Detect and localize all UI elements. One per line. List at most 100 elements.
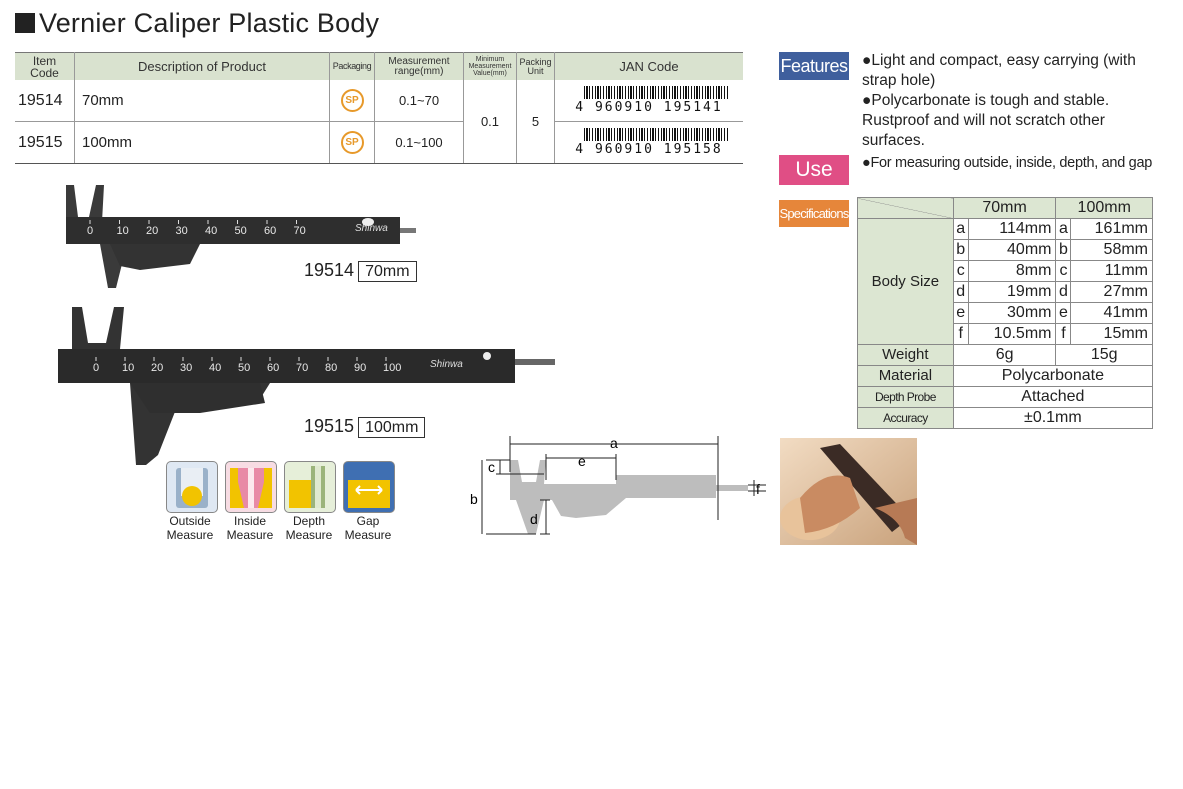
strap-hole	[483, 352, 491, 360]
scale-tick-label: 10	[122, 362, 134, 374]
caliper-70mm-image: 0 10 20 30 40 50 60 70 Shinwa	[66, 185, 416, 288]
jan-number: 960910 195158	[594, 142, 723, 157]
scale-tick-label: 30	[180, 362, 192, 374]
scale-tick-label: 50	[235, 225, 247, 237]
description: 100mm	[74, 121, 330, 164]
scale-tick-label: 60	[267, 362, 279, 374]
dim-e-label: e	[578, 453, 586, 469]
scale-tick-label: 10	[117, 225, 129, 237]
material-label: Material	[857, 365, 954, 387]
jan-cell: 4 960910 195158	[554, 121, 743, 164]
body-size-label: Body Size	[857, 218, 954, 345]
accuracy-label: Accuracy	[857, 407, 954, 429]
specifications-tag: Specifications	[779, 200, 849, 227]
scale-tick-label: 0	[87, 225, 93, 237]
page-title: Vernier Caliper Plastic Body	[15, 8, 379, 39]
scale-tick-label: 40	[205, 225, 217, 237]
weight-label: Weight	[857, 344, 954, 366]
jan-cell: 4 960910 195141	[554, 80, 743, 122]
scale-tick-label: 70	[296, 362, 308, 374]
scale-tick-label: 50	[238, 362, 250, 374]
feature-1: ●Light and compact, easy carrying (with …	[862, 52, 1136, 89]
min-value: 0.1	[463, 80, 517, 164]
spec-corner	[857, 197, 954, 219]
barcode-bars	[584, 86, 728, 99]
packaging-cell: SP	[329, 121, 375, 164]
barcode: 4 960910 195158	[555, 128, 743, 157]
col-packaging: Packaging	[329, 52, 375, 80]
depth-measure-icon	[284, 461, 336, 513]
sp-badge: SP	[340, 89, 364, 112]
scale-tick-label: 80	[325, 362, 337, 374]
material-value: Polycarbonate	[952, 365, 1154, 387]
scale-100: 0 10 20 30 40 50 60 70 80 90 100	[93, 357, 401, 374]
col-jan: JAN Code	[554, 52, 743, 80]
scale-tick-label: 30	[176, 225, 188, 237]
col-item-code: Item Code	[15, 52, 75, 80]
dim-f-label: f	[756, 481, 760, 497]
inside-measure-icon	[225, 461, 277, 513]
item-code: 19514	[15, 80, 75, 122]
col-packing-unit: Packing Unit	[516, 52, 555, 80]
barcode-bars	[584, 128, 728, 141]
spec-col-70: 70mm	[952, 197, 1057, 219]
range: 0.1~70	[374, 80, 464, 122]
scale-tick-label: 0	[93, 362, 99, 374]
scale-tick-label: 60	[264, 225, 276, 237]
table-row: 19515 100mm SP 0.1~100 4 960910 195158	[15, 121, 743, 164]
use-tag: Use	[779, 155, 849, 185]
dim-b-label: b	[470, 491, 478, 507]
features-tag: Features	[779, 52, 849, 80]
description: 70mm	[74, 80, 330, 122]
accuracy-value: ±0.1mm	[952, 407, 1154, 429]
title-square	[15, 13, 35, 33]
use-text: ●For measuring outside, inside, depth, a…	[862, 155, 1152, 171]
depth-probe-value: Attached	[952, 386, 1154, 408]
weight-70: 6g	[952, 344, 1057, 366]
scale-tick-label: 90	[354, 362, 366, 374]
packaging-cell: SP	[329, 80, 375, 122]
dim-c-label: c	[488, 459, 495, 475]
scale-tick-label: 20	[151, 362, 163, 374]
dimension-diagram: a e c b d f	[470, 435, 766, 535]
barcode: 4 960910 195141	[555, 86, 743, 115]
scale-tick-label: 40	[209, 362, 221, 374]
brand-logo: Shinwa	[355, 223, 388, 234]
scale-tick-label: 70	[294, 225, 306, 237]
col-description: Description of Product	[74, 52, 330, 80]
jan-number: 960910 195141	[594, 100, 723, 115]
brand-logo: Shinwa	[430, 359, 463, 370]
col-min-value: Minimum Measurement Value(mm)	[463, 52, 517, 80]
jan-lead: 4	[575, 100, 586, 115]
depth-probe-label: Depth Probe	[857, 386, 954, 408]
title-text: Vernier Caliper Plastic Body	[39, 8, 380, 38]
jan-lead: 4	[575, 142, 586, 157]
weight-100: 15g	[1055, 344, 1153, 366]
outside-measure-icon	[166, 461, 218, 513]
range: 0.1~100	[374, 121, 464, 164]
product-table: Item Code Description of Product Packagi…	[15, 52, 743, 164]
scale-tick-label: 100	[383, 362, 401, 374]
sp-badge: SP	[340, 131, 364, 154]
item-code: 19515	[15, 121, 75, 164]
strap-hole	[362, 218, 374, 226]
feature-2: ●Polycarbonate is tough and stable. Rust…	[862, 92, 1110, 149]
spec-col-100: 100mm	[1055, 197, 1153, 219]
scale-70: 0 10 20 30 40 50 60 70	[87, 220, 306, 237]
table-row: 19514 70mm SP 0.1~70 0.1 5 4 960910 1951…	[15, 80, 743, 164]
col-range: Measurement range(mm)	[374, 52, 464, 80]
caliper-in-hand-photo	[780, 438, 917, 545]
caliper-100mm-image: 0 10 20 30 40 50 60 70 80 90 100 Shinwa	[58, 307, 555, 465]
dim-d-label: d	[530, 511, 538, 527]
gap-measure-icon	[343, 461, 395, 513]
scale-tick-label: 20	[146, 225, 158, 237]
packing-unit: 5	[516, 80, 555, 164]
dim-a-label: a	[610, 435, 618, 451]
